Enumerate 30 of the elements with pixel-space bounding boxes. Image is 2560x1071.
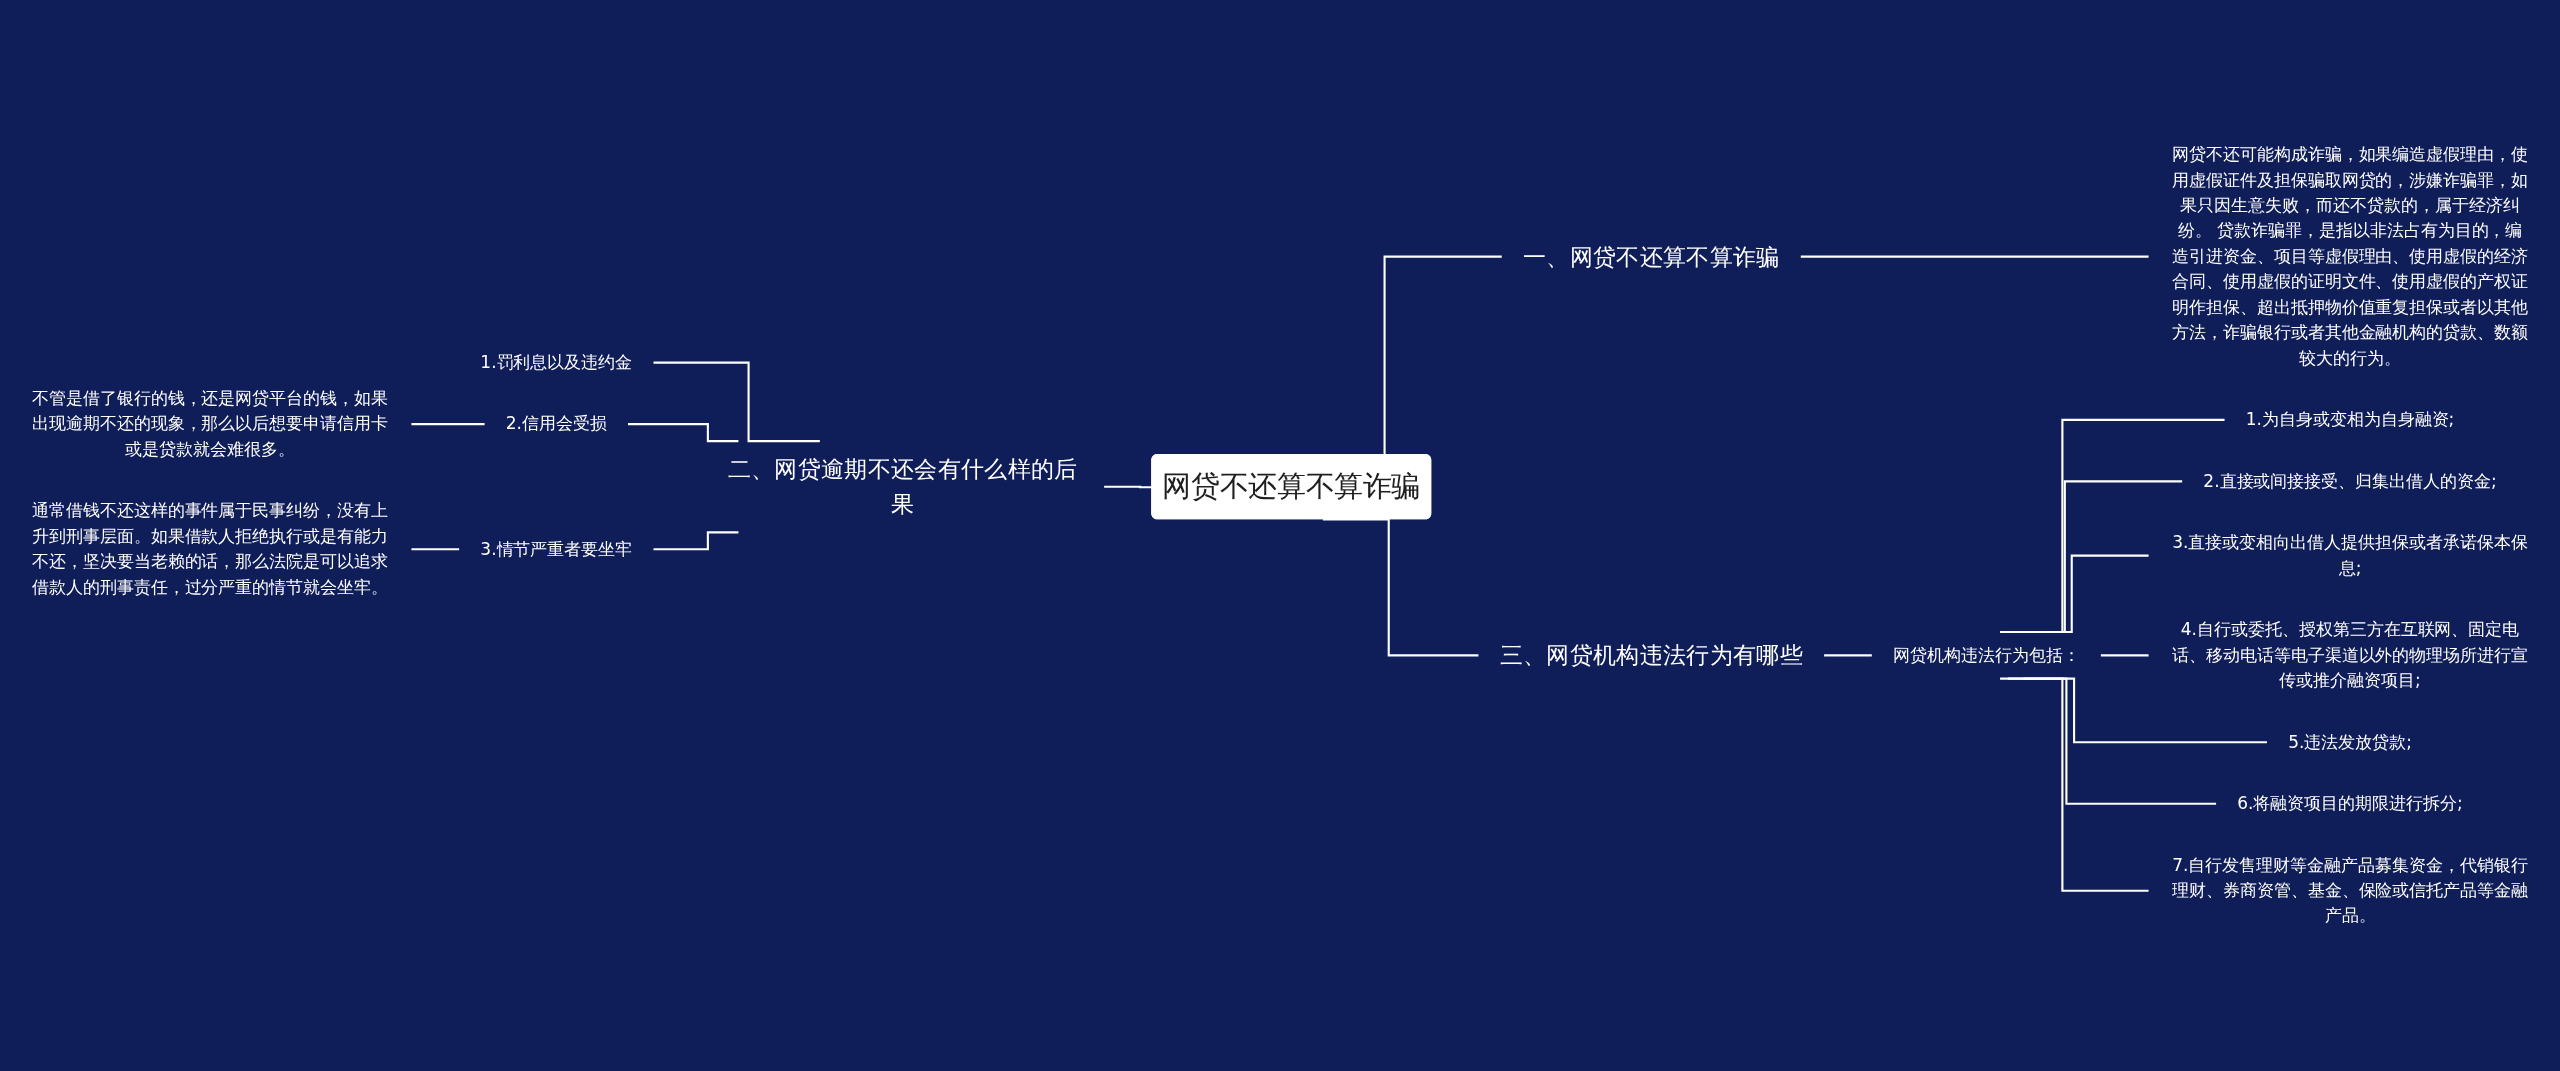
connector xyxy=(1824,654,1872,657)
node-text: 5.违法发放贷款; xyxy=(2288,731,2412,752)
connector xyxy=(2004,480,2183,634)
node-text: 网贷机构违法行为包括： xyxy=(1893,644,2080,665)
connector xyxy=(1800,255,2149,258)
node-text: 通常借钱不还这样的事件属于民事纠纷，没有上升到刑事层面。如果借款人拒绝执行或是有能力不还，坚决要当老赖的话，那么法院是可以追求借款人的刑事责任，过分严重的情节就会坐牢。 xyxy=(31,500,389,597)
node-text: 一、网贷不还算不算诈骗 xyxy=(1522,243,1780,270)
connector xyxy=(653,531,739,551)
node-text: 2.直接或间接接受、归集出借人的资金; xyxy=(2203,470,2497,491)
node-text: 4.自行或委托、授权第三方在互联网、固定电话、移动电话等电子渠道以外的物理场所进行宣传或推介融资项目; xyxy=(2171,619,2529,691)
node-text: 2.信用会受损 xyxy=(505,413,607,434)
node-text: 1.罚利息以及违约金 xyxy=(480,352,633,373)
connector xyxy=(653,361,820,443)
node-text: 二、网贷逾期不还会有什么样的后果 xyxy=(727,455,1078,518)
connector xyxy=(2100,654,2149,657)
node-text: 3.情节严重者要坐牢 xyxy=(480,538,633,559)
node-text: 网贷不还可能构成诈骗，如果编造虚假理由，使用虚假证件及担保骗取网贷的，涉嫌诈骗罪，如果只因生意失败，而还不贷款的，属于经济纠纷。 贷款诈骗罪，是指以非法占有为目的，编造引进资金、项目等虚假理由、使用虚假的经济合同、使用虚假的证明文件、使用虚假的产权证明作担保、超出抵押物价值重复担保或者以其他方法，诈骗银行或者其他金融机构的贷款、数额较大的行为。 xyxy=(2171,144,2529,368)
connector xyxy=(411,548,460,551)
node-text: 不管是借了银行的钱，还是网贷平台的钱，如果出现逾期不还的现象，那么以后想要申请信用卡或是贷款就会难很多。 xyxy=(31,388,389,460)
connector xyxy=(2000,677,2149,892)
connector xyxy=(411,423,485,426)
node-text: 三、网贷机构违法行为有哪些 xyxy=(1499,642,1803,669)
connector xyxy=(1322,518,1479,657)
node-text: 7.自行发售理财等金融产品募集资金，代销银行理财、券商资管、基金、保险或信托产品等金融产品。 xyxy=(2171,854,2529,926)
node-text: 1.为自身或变相为自身融资; xyxy=(2245,409,2455,430)
connector xyxy=(628,423,739,443)
connector xyxy=(2000,418,2225,634)
connector xyxy=(2018,554,2149,634)
node-text: 3.直接或变相向出借人提供担保或者承诺保本保息; xyxy=(2172,532,2528,578)
node-text: 6.将融资项目的期限进行拆分; xyxy=(2237,793,2463,814)
